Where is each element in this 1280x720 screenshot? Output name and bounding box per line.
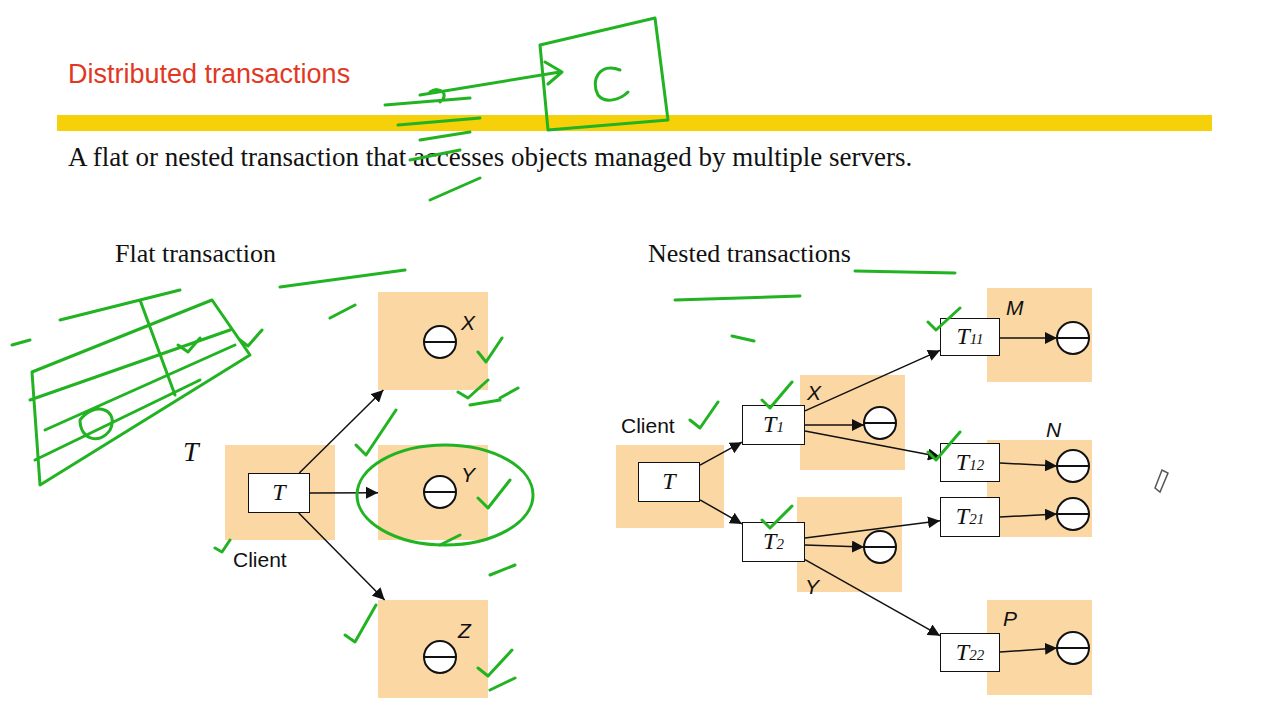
transaction-box: T — [248, 473, 310, 513]
transaction-name: T1 — [743, 406, 804, 446]
server-name: X — [807, 382, 821, 403]
transaction-arrow — [700, 500, 742, 524]
transaction-name: T12 — [941, 444, 999, 483]
transaction-name: T — [639, 463, 699, 503]
transaction-arrow — [299, 513, 385, 600]
client-box: ClientT — [225, 445, 335, 540]
transaction-arrow — [805, 431, 940, 457]
transaction-name: T22 — [941, 634, 999, 673]
object-symbols — [424, 322, 1089, 673]
handwriting — [12, 18, 960, 690]
object-arrow — [1000, 648, 1057, 652]
server-box: X — [378, 292, 488, 390]
title-bar — [57, 115, 1212, 131]
client-label: Client — [233, 549, 287, 570]
transaction-box: T — [638, 462, 700, 502]
ink-box — [540, 18, 668, 130]
server-box: PT22 — [987, 600, 1092, 695]
subtransaction-box: T1 — [742, 405, 805, 445]
transaction-arrow — [299, 390, 383, 473]
server-box: Z — [378, 600, 488, 698]
object-symbol — [864, 531, 896, 563]
slide-title: Distributed transactions — [68, 61, 350, 88]
ink-strokes — [385, 90, 480, 200]
server-box: NT12T21 — [987, 440, 1092, 537]
subtransaction-box: T11 — [940, 318, 1000, 356]
ink-underline — [280, 270, 955, 341]
transaction-arrow — [805, 560, 940, 636]
section-heading: Flat transaction — [115, 241, 276, 267]
server-name: P — [1003, 608, 1017, 629]
object-symbol — [1057, 322, 1089, 354]
server-name: Y — [461, 464, 475, 485]
subtransaction-box: T21 — [940, 497, 1000, 537]
server-name: Z — [458, 620, 471, 641]
ink-arrow — [420, 62, 562, 95]
server-name: Y — [805, 576, 819, 597]
transaction-arrow — [310, 492, 378, 494]
object-arrow — [805, 545, 864, 547]
transaction-name: T21 — [941, 498, 999, 538]
client-label: Client — [621, 415, 675, 436]
transaction-arrow — [805, 521, 940, 538]
object-symbol — [1057, 450, 1089, 482]
transaction-name: T11 — [941, 319, 999, 357]
transaction-label: T — [183, 438, 199, 466]
object-symbol — [1057, 632, 1089, 664]
ink-ticks — [178, 308, 960, 690]
slide-subtitle: A flat or nested transaction that access… — [68, 144, 912, 171]
pen-cursor — [1155, 470, 1168, 492]
server-box: Y — [378, 445, 488, 540]
server-box: YT2 — [797, 497, 902, 592]
object-symbol — [424, 641, 456, 673]
transaction-name: T2 — [743, 523, 804, 563]
server-name: N — [1046, 419, 1061, 440]
server-name: X — [461, 312, 475, 333]
subtransaction-box: T22 — [940, 633, 1000, 672]
object-arrow — [1000, 463, 1057, 466]
transaction-arrow — [700, 442, 742, 465]
object-symbol — [424, 326, 456, 358]
object-symbol — [424, 476, 456, 508]
object-arrow — [1000, 514, 1057, 517]
section-heading: Nested transactions — [648, 241, 851, 267]
server-box: MT11 — [987, 288, 1092, 382]
transaction-name: T — [249, 474, 309, 514]
transaction-arrow — [805, 350, 940, 410]
server-name: M — [1006, 297, 1024, 318]
ink-letter — [595, 68, 628, 100]
ink-circle — [357, 445, 533, 545]
object-symbol — [1057, 498, 1089, 530]
object-bar — [424, 338, 1089, 657]
ink-sketch — [12, 290, 250, 485]
client-box: ClientT — [616, 445, 724, 528]
subtransaction-box: T12 — [940, 443, 1000, 482]
object-arrows — [805, 338, 1057, 652]
object-symbol — [864, 407, 896, 439]
object-arrow — [805, 424, 864, 426]
server-box: XT1 — [800, 375, 905, 470]
object-arrow — [1000, 337, 1057, 339]
object-bars — [424, 338, 1089, 657]
subtransaction-box: T2 — [742, 522, 805, 562]
